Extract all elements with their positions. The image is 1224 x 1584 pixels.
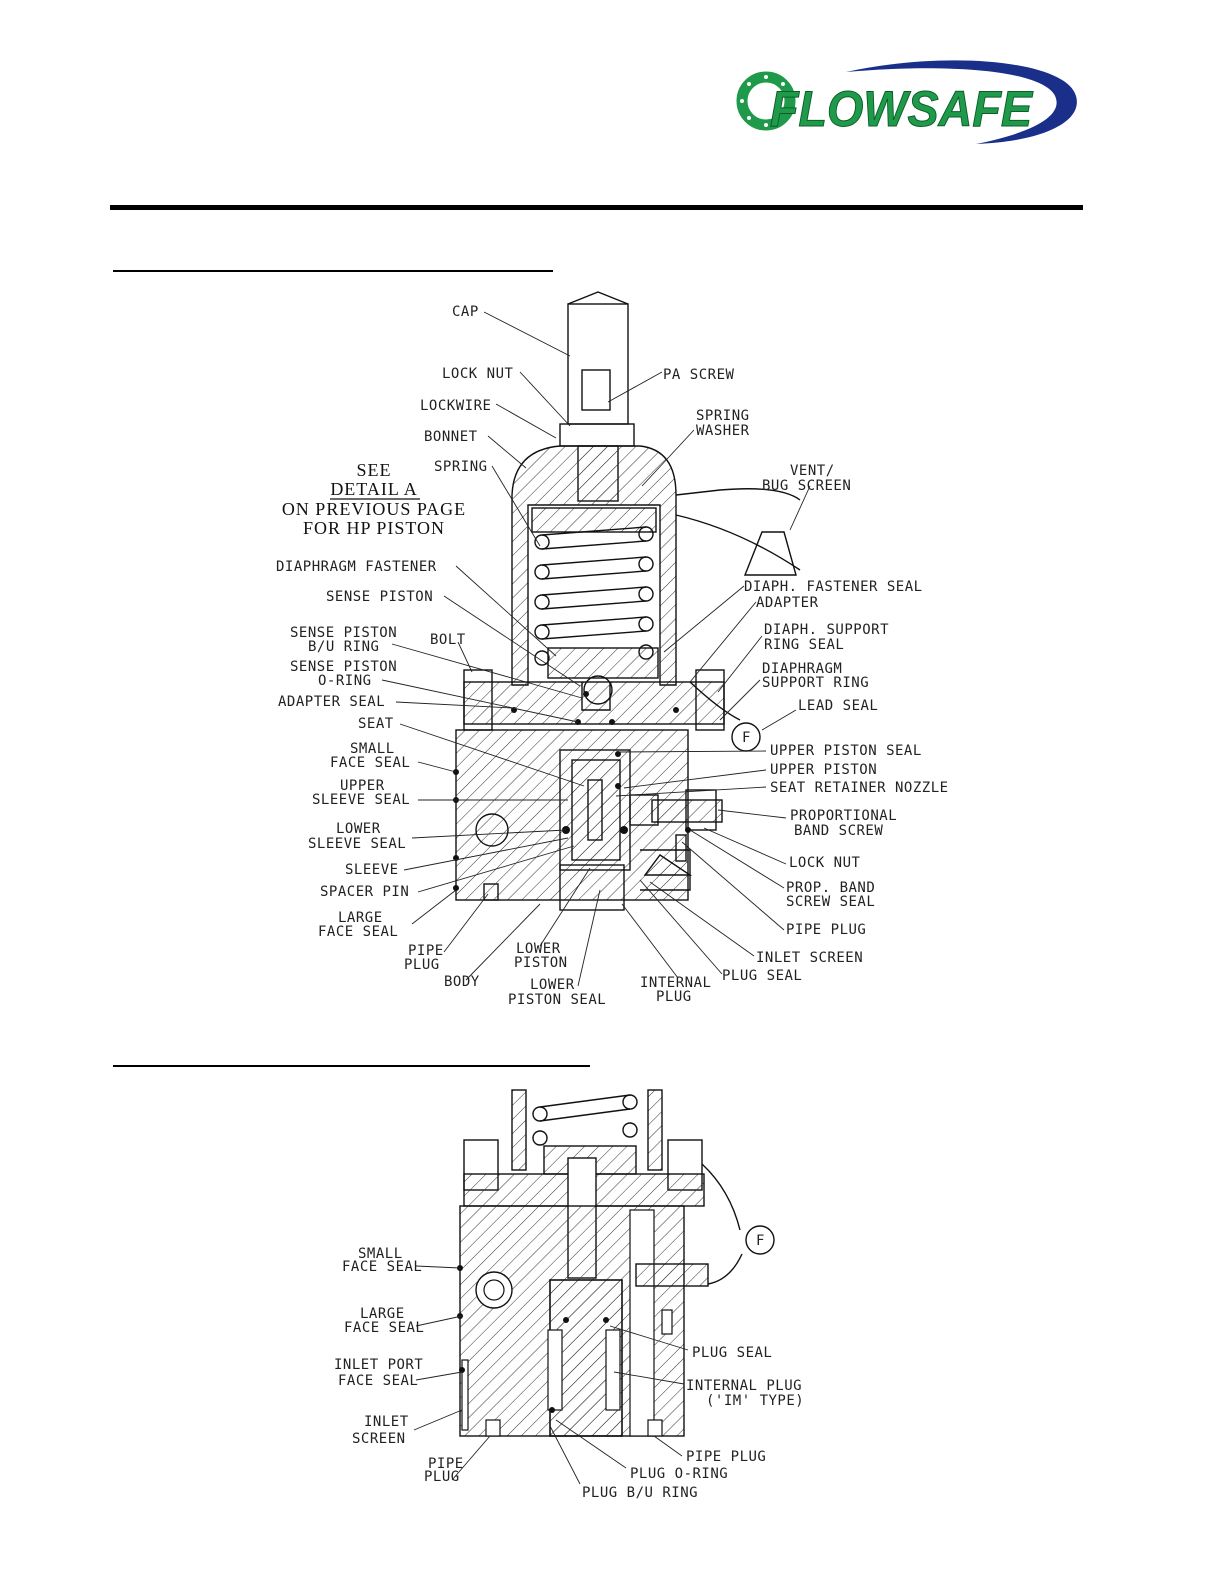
label-small-face-seal-1: SMALL [350,741,395,757]
note-line-4: FOR HP PISTON [303,518,445,538]
label-prop-band-seal-1: PROP. BAND [786,880,875,896]
logo-swoosh [846,60,1077,144]
im-internal-plug-figure: F SMALL FACE SEAL LARGE FACE SEAL INLET … [334,1089,804,1501]
label-lock-nut-side: LOCK NUT [789,855,861,871]
label-diaph-support-seal-1: DIAPH. SUPPORT [764,622,889,638]
lead-seal-tag: F [742,730,751,746]
label-upper-piston-seal: UPPER PISTON SEAL [770,743,922,759]
label-pipe-plug-left-2: PLUG [404,957,440,973]
label-diaphragm-support-1: DIAPHRAGM [762,661,842,677]
label2-inlet-port-1: INLET PORT [334,1357,423,1373]
note-line-3: ON PREVIOUS PAGE [282,499,466,519]
label-vent-2: BUG SCREEN [762,478,851,494]
label-adapter-seal: ADAPTER SEAL [278,694,385,710]
label-vent-1: VENT/ [790,463,835,479]
note-line-2: DETAIL A [330,479,417,499]
label-lower-piston-2: PISTON [514,955,568,971]
label2-internal-plug-1: INTERNAL PLUG [686,1378,802,1394]
label-pa-screw: PA SCREW [663,367,735,383]
lead-seal-tag-2: F [756,1233,765,1249]
label-diaphragm-fastener: DIAPHRAGM FASTENER [276,559,437,575]
label-inlet-screen: INLET SCREEN [756,950,863,966]
drawing-geometry [381,291,811,987]
label-diaphragm-support-2: SUPPORT RING [762,675,869,691]
figure2-rule [113,1065,590,1067]
label2-inlet-screen-1: INLET [364,1414,409,1430]
label-lock-nut: LOCK NUT [442,366,514,382]
label-pipe-plug-left-1: PIPE [408,943,444,959]
label-lockwire: LOCKWIRE [420,398,491,414]
label-upper-sleeve-seal-1: UPPER [340,778,385,794]
label-sense-piston-bu-2: B/U RING [308,639,379,655]
figure1-rule [113,270,553,272]
label-internal-plug-1: INTERNAL [640,975,711,991]
flowsafe-logo: FLOWSAFE [736,60,1077,144]
label-lower-sleeve-seal-2: SLEEVE SEAL [308,836,406,852]
label2-small-face-seal-1: SMALL [358,1246,403,1262]
label2-large-face-seal-2: FACE SEAL [344,1320,424,1336]
label-prop-band-screw-1: PROPORTIONAL [790,808,897,824]
label2-pipe-plug-left-2: PLUG [424,1469,460,1485]
label-spring-washer-1: SPRING [696,408,750,424]
label-seat-retainer: SEAT RETAINER NOZZLE [770,780,949,796]
label-small-face-seal-2: FACE SEAL [330,755,410,771]
label2-pipe-plug-right: PIPE PLUG [686,1449,766,1465]
label-lower-piston-seal-2: PISTON SEAL [508,992,606,1008]
label-prop-band-screw-2: BAND SCREW [794,823,883,839]
label2-plug-seal: PLUG SEAL [692,1345,772,1361]
header-rule [110,205,1083,210]
label-spacer-pin: SPACER PIN [320,884,409,900]
label-sense-piston-oring-1: SENSE PISTON [290,659,397,675]
label-spring: SPRING [434,459,488,475]
part-labels: CAP LOCK NUT PA SCREW LOCKWIRE BONNET SP… [276,304,949,1008]
label-internal-plug-2: PLUG [656,989,692,1005]
label2-plug-bu-ring: PLUG B/U RING [582,1485,698,1501]
label-sleeve: SLEEVE [345,862,399,878]
label-lower-piston-seal-1: LOWER [530,977,575,993]
label-large-face-seal-2: FACE SEAL [318,924,398,940]
label-bolt: BOLT [430,632,466,648]
label2-large-face-seal-1: LARGE [360,1306,405,1322]
label-lead-seal: LEAD SEAL [798,698,878,714]
label-body: BODY [444,974,480,990]
label-prop-band-seal-2: SCREW SEAL [786,894,875,910]
drawing-geometry-2: F [413,1089,775,1485]
note-line-1: SEE [356,460,391,480]
logo-wordmark: FLOWSAFE [770,81,1034,137]
label-spring-washer-2: WASHER [696,423,750,439]
label-bonnet: BONNET [424,429,478,445]
label-cap: CAP [452,304,479,320]
label2-inlet-screen-2: SCREEN [352,1431,406,1447]
label-pipe-plug-right: PIPE PLUG [786,922,866,938]
label-sense-piston: SENSE PISTON [326,589,433,605]
label-upper-piston: UPPER PISTON [770,762,877,778]
label-lower-sleeve-seal-1: LOWER [336,821,381,837]
part-labels-2: SMALL FACE SEAL LARGE FACE SEAL INLET PO… [334,1246,804,1501]
label2-internal-plug-2: ('IM' TYPE) [706,1393,804,1409]
label2-inlet-port-2: FACE SEAL [338,1373,418,1389]
label-large-face-seal-1: LARGE [338,910,383,926]
label2-small-face-seal-2: FACE SEAL [342,1259,422,1275]
label2-pipe-plug-left-1: PIPE [428,1456,464,1472]
detail-a-note: SEE DETAIL A ON PREVIOUS PAGE FOR HP PIS… [282,460,466,538]
regulator-cross-section-figure: SEE DETAIL A ON PREVIOUS PAGE FOR HP PIS… [276,291,949,1008]
label-upper-sleeve-seal-2: SLEEVE SEAL [312,792,410,808]
label-seat: SEAT [358,716,394,732]
label-adapter: ADAPTER [756,595,819,611]
label-plug-seal: PLUG SEAL [722,968,802,984]
label-diaph-support-seal-2: RING SEAL [764,637,844,653]
label-lower-piston-1: LOWER [516,941,561,957]
label2-plug-oring: PLUG O-RING [630,1466,728,1482]
label-diaph-fastener-seal: DIAPH. FASTENER SEAL [744,579,923,595]
label-sense-piston-bu-1: SENSE PISTON [290,625,397,641]
label-sense-piston-oring-2: O-RING [318,673,372,689]
